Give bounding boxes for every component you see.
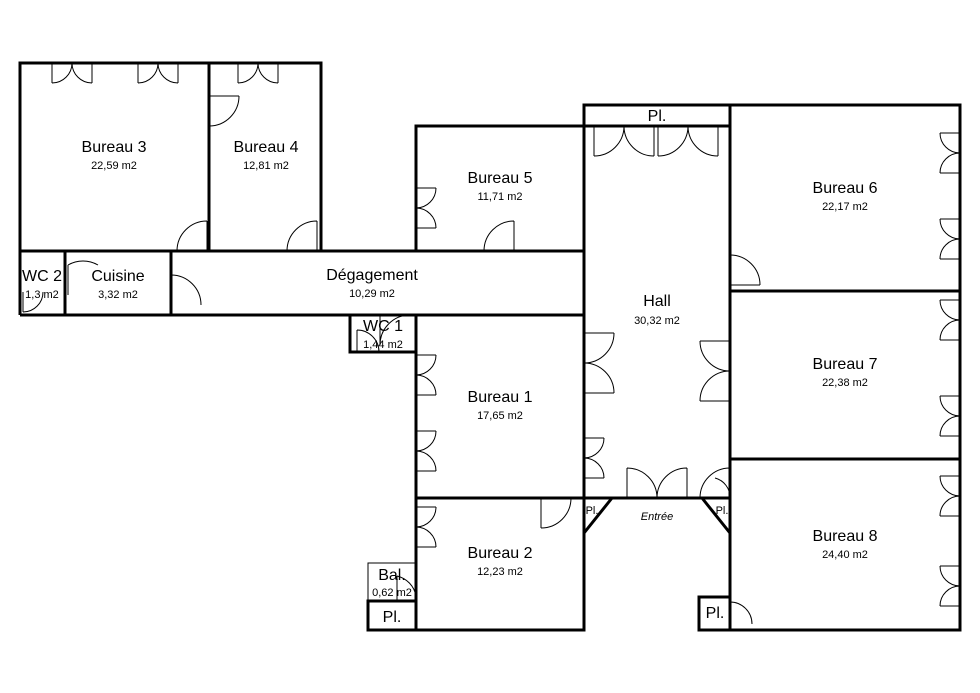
bureau6-name: Bureau 6 (813, 180, 878, 197)
bureau4-door (286, 220, 318, 252)
bureau5-window-door (415, 187, 437, 229)
bal-area: 0,62 m2 (372, 587, 412, 599)
bureau6-walls (728, 103, 962, 293)
wc1-name: WC 1 (363, 318, 403, 335)
doors (22, 62, 961, 625)
placard-right-label: Pl. (716, 505, 729, 517)
cuisine-door (67, 260, 99, 295)
bureau3-area: 22,59 m2 (91, 160, 137, 172)
room-labels: Bureau 3 22,59 m2 Bureau 4 12,81 m2 Bure… (22, 108, 878, 626)
placard-bottom-left-walls (366, 599, 418, 632)
hall-name: Hall (643, 293, 671, 310)
cuisine-area: 3,32 m2 (98, 289, 138, 301)
bureau8-window-door-1 (939, 475, 961, 517)
bureau5-name: Bureau 5 (468, 170, 533, 187)
wc1-inner-door (356, 329, 380, 353)
bureau1-window-door-2 (415, 430, 437, 472)
bureau1-window-door-1 (415, 354, 437, 396)
placard-bottom-left-label: Pl. (383, 609, 402, 626)
wc2-name: WC 2 (22, 268, 62, 285)
bureau8-area: 24,40 m2 (822, 549, 868, 561)
placard-bottom-right-door (729, 601, 753, 625)
degagement-area: 10,29 m2 (349, 288, 395, 300)
bureau2-name: Bureau 2 (468, 545, 533, 562)
bureau4-walls (207, 61, 323, 253)
placard-left-entree (582, 497, 614, 538)
placard-right-entree (700, 497, 732, 538)
cuisine-name: Cuisine (91, 268, 144, 285)
placard-left-label: Pl. (586, 505, 599, 517)
bureau4-window-door (237, 62, 279, 84)
bureau1-walls (414, 313, 586, 500)
bureau8-window-door-2 (939, 565, 961, 607)
bureau6-window-door-2 (939, 218, 961, 260)
bureau7-window-door-2 (939, 395, 961, 437)
degagement-name: Dégagement (326, 267, 418, 284)
bureau4-side-door (208, 95, 240, 127)
bal-name: Bal. (378, 567, 406, 584)
bureau3-walls (18, 61, 211, 253)
bureau2-walls (414, 496, 586, 632)
placard-bottom-right-label: Pl. (706, 605, 725, 622)
bureau6-area: 22,17 m2 (822, 201, 868, 213)
bureau4-name: Bureau 4 (234, 139, 299, 156)
hall-window-door-2 (657, 125, 719, 157)
bureau3-name: Bureau 3 (82, 139, 147, 156)
hall-window-door-1 (593, 125, 655, 157)
bureau2-area: 12,23 m2 (477, 566, 523, 578)
bureau7-window-door-1 (939, 299, 961, 341)
entree-door (626, 467, 688, 499)
bureau1-hall-door-1 (583, 332, 615, 394)
corridor-door (170, 274, 202, 306)
wc2-door (22, 291, 44, 313)
bureau2-window-door (415, 506, 437, 548)
bureau1-name: Bureau 1 (468, 389, 533, 406)
bureau3-window-door-1 (51, 62, 93, 84)
bureau5-area: 11,71 m2 (477, 191, 522, 203)
bureau5-door (483, 220, 515, 252)
bal-door (396, 575, 417, 601)
placard-top-label: Pl. (648, 108, 667, 125)
bureau7-walls (728, 289, 962, 461)
wc2-area: 1,3 m2 (25, 289, 59, 301)
bureau7-door (699, 340, 731, 402)
bureau3-window-door-2 (137, 62, 179, 84)
bureau7-name: Bureau 7 (813, 356, 878, 373)
bureau6-window-door-1 (939, 132, 961, 174)
placard-right-door (700, 477, 731, 499)
bureau7-area: 22,38 m2 (822, 377, 868, 389)
bureau3-door (176, 220, 208, 252)
bureau6-door (729, 254, 761, 286)
bureau8-name: Bureau 8 (813, 528, 878, 545)
bureau5-walls (414, 124, 586, 253)
bureau1-hall-door-2 (583, 437, 605, 479)
bureau1-area: 17,65 m2 (477, 410, 523, 422)
wc1-area: 1,44 m2 (363, 339, 403, 351)
bureau8-door (699, 467, 731, 499)
wc1-door (379, 314, 411, 346)
bureau8-walls (728, 457, 962, 632)
walls (18, 61, 962, 632)
hall-area: 30,32 m2 (634, 315, 680, 327)
bureau4-area: 12,81 m2 (243, 160, 289, 172)
bureau2-door (540, 497, 572, 529)
entree-label: Entrée (641, 511, 673, 523)
